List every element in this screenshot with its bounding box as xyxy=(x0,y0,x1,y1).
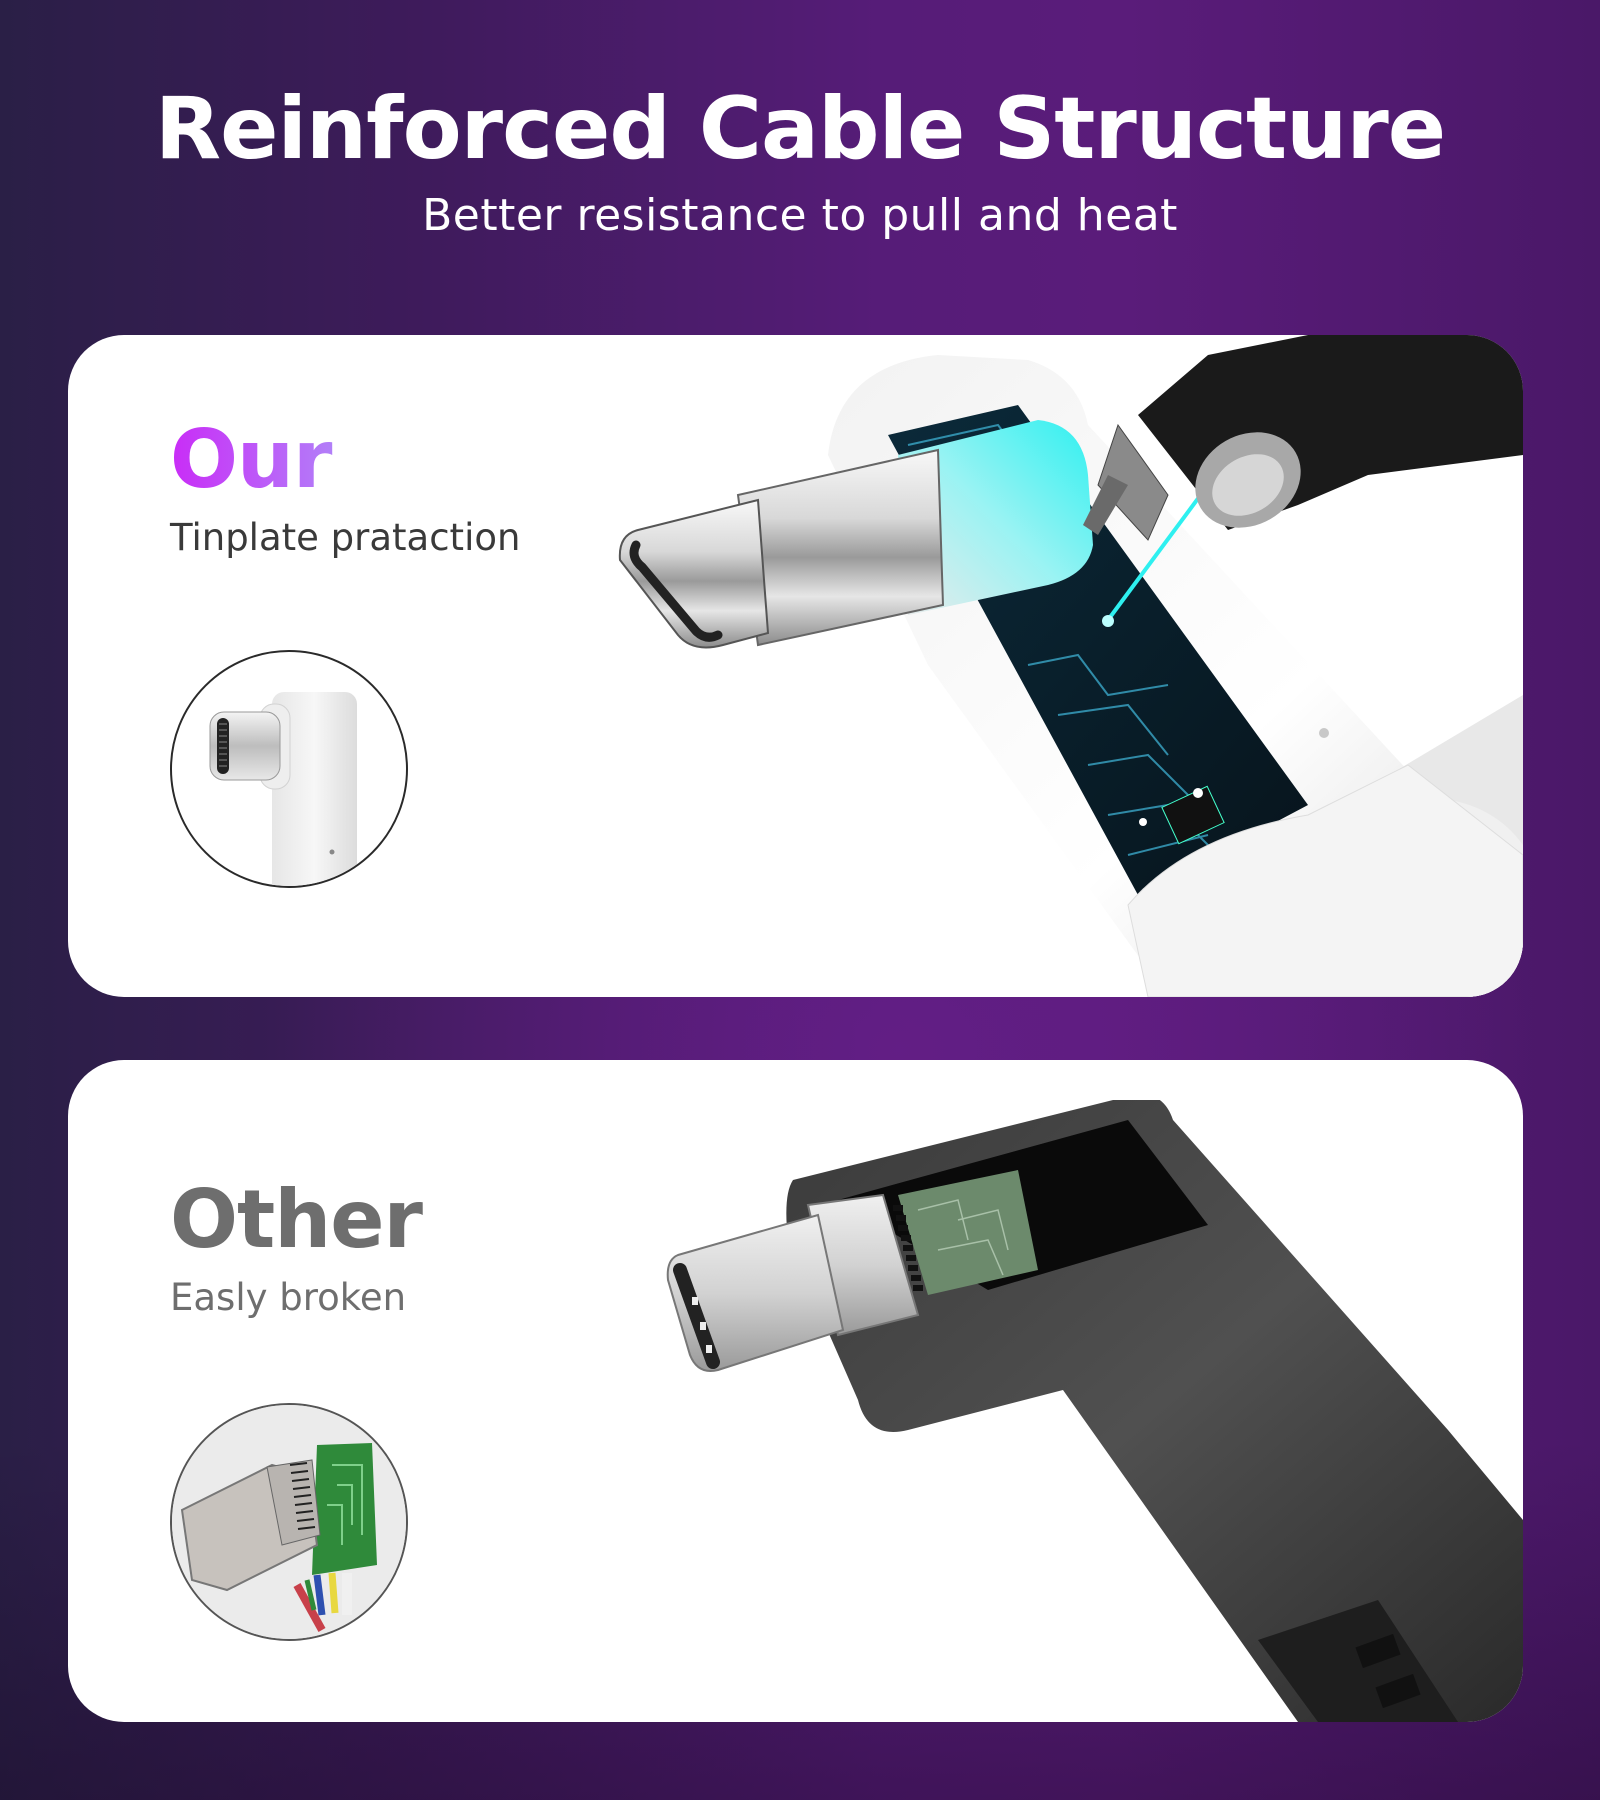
other-heading: Other xyxy=(170,1173,423,1266)
usb-c-circuit-laser-icon xyxy=(618,335,1523,997)
other-product-card: Other Easly broken xyxy=(68,1060,1523,1722)
other-label-block: Other Easly broken xyxy=(170,1172,423,1319)
our-product-card: Our Tinplate prataction xyxy=(68,335,1523,997)
other-description: Easly broken xyxy=(170,1276,407,1319)
our-thumbnail xyxy=(170,650,408,888)
page-title: Reinforced Cable Structure xyxy=(154,79,1446,179)
white-usb-c-connector-icon xyxy=(209,692,357,886)
our-product-image xyxy=(608,335,1523,997)
black-usb-c-cutaway-icon xyxy=(666,1100,1523,1722)
other-thumbnail xyxy=(170,1403,408,1641)
header: Reinforced Cable Structure Better resist… xyxy=(0,70,1600,241)
other-product-image xyxy=(658,1100,1523,1722)
our-description: Tinplate prataction xyxy=(170,516,521,559)
broken-connector-icon xyxy=(172,1405,406,1639)
our-label-block: Our Tinplate prataction xyxy=(170,412,520,559)
our-heading: Our xyxy=(170,412,520,508)
page-subtitle: Better resistance to pull and heat xyxy=(422,190,1178,241)
